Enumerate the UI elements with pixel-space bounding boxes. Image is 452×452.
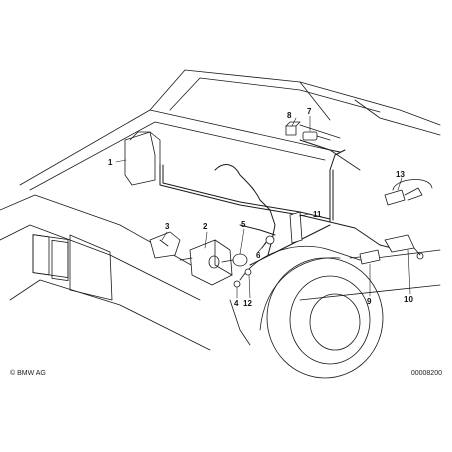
- component-control-unit: [124, 131, 161, 186]
- component-sensor-7: [302, 131, 331, 141]
- callout-11: 11: [313, 210, 322, 219]
- component-relay-8: [285, 121, 301, 136]
- callout-13: 13: [396, 170, 405, 179]
- document-number: 00008200: [410, 370, 442, 377]
- callout-1: 1: [108, 158, 113, 167]
- component-cable-6: [261, 235, 275, 249]
- callout-4: 4: [234, 299, 239, 308]
- copyright-notice: © BMW AG: [10, 370, 46, 377]
- car-body-outline: [0, 69, 441, 351]
- callout-12: 12: [243, 299, 252, 308]
- callout-8: 8: [287, 111, 292, 120]
- callout-5: 5: [241, 220, 246, 229]
- component-nut-4: [233, 280, 241, 288]
- component-switch-10: [384, 234, 424, 260]
- component-grommet-12: [244, 268, 252, 276]
- leader-lines: [115, 115, 411, 299]
- callout-labels: 1 2 3 4 5 6 7 8 9 10 11 12 13: [108, 107, 413, 308]
- callout-7: 7: [307, 107, 312, 116]
- component-actuator: [179, 239, 233, 286]
- callout-9: 9: [367, 297, 372, 306]
- callout-3: 3: [165, 222, 170, 231]
- headlights: [32, 234, 113, 301]
- component-bracket: [149, 231, 181, 259]
- wiring-harness: [159, 139, 401, 266]
- component-clip-11: [289, 211, 303, 244]
- front-wheel: [259, 257, 384, 379]
- callout-6: 6: [256, 251, 261, 260]
- component-harness-13: [384, 179, 433, 206]
- component-connector-9: [349, 249, 381, 265]
- callout-10: 10: [404, 295, 413, 304]
- callout-2: 2: [203, 222, 208, 231]
